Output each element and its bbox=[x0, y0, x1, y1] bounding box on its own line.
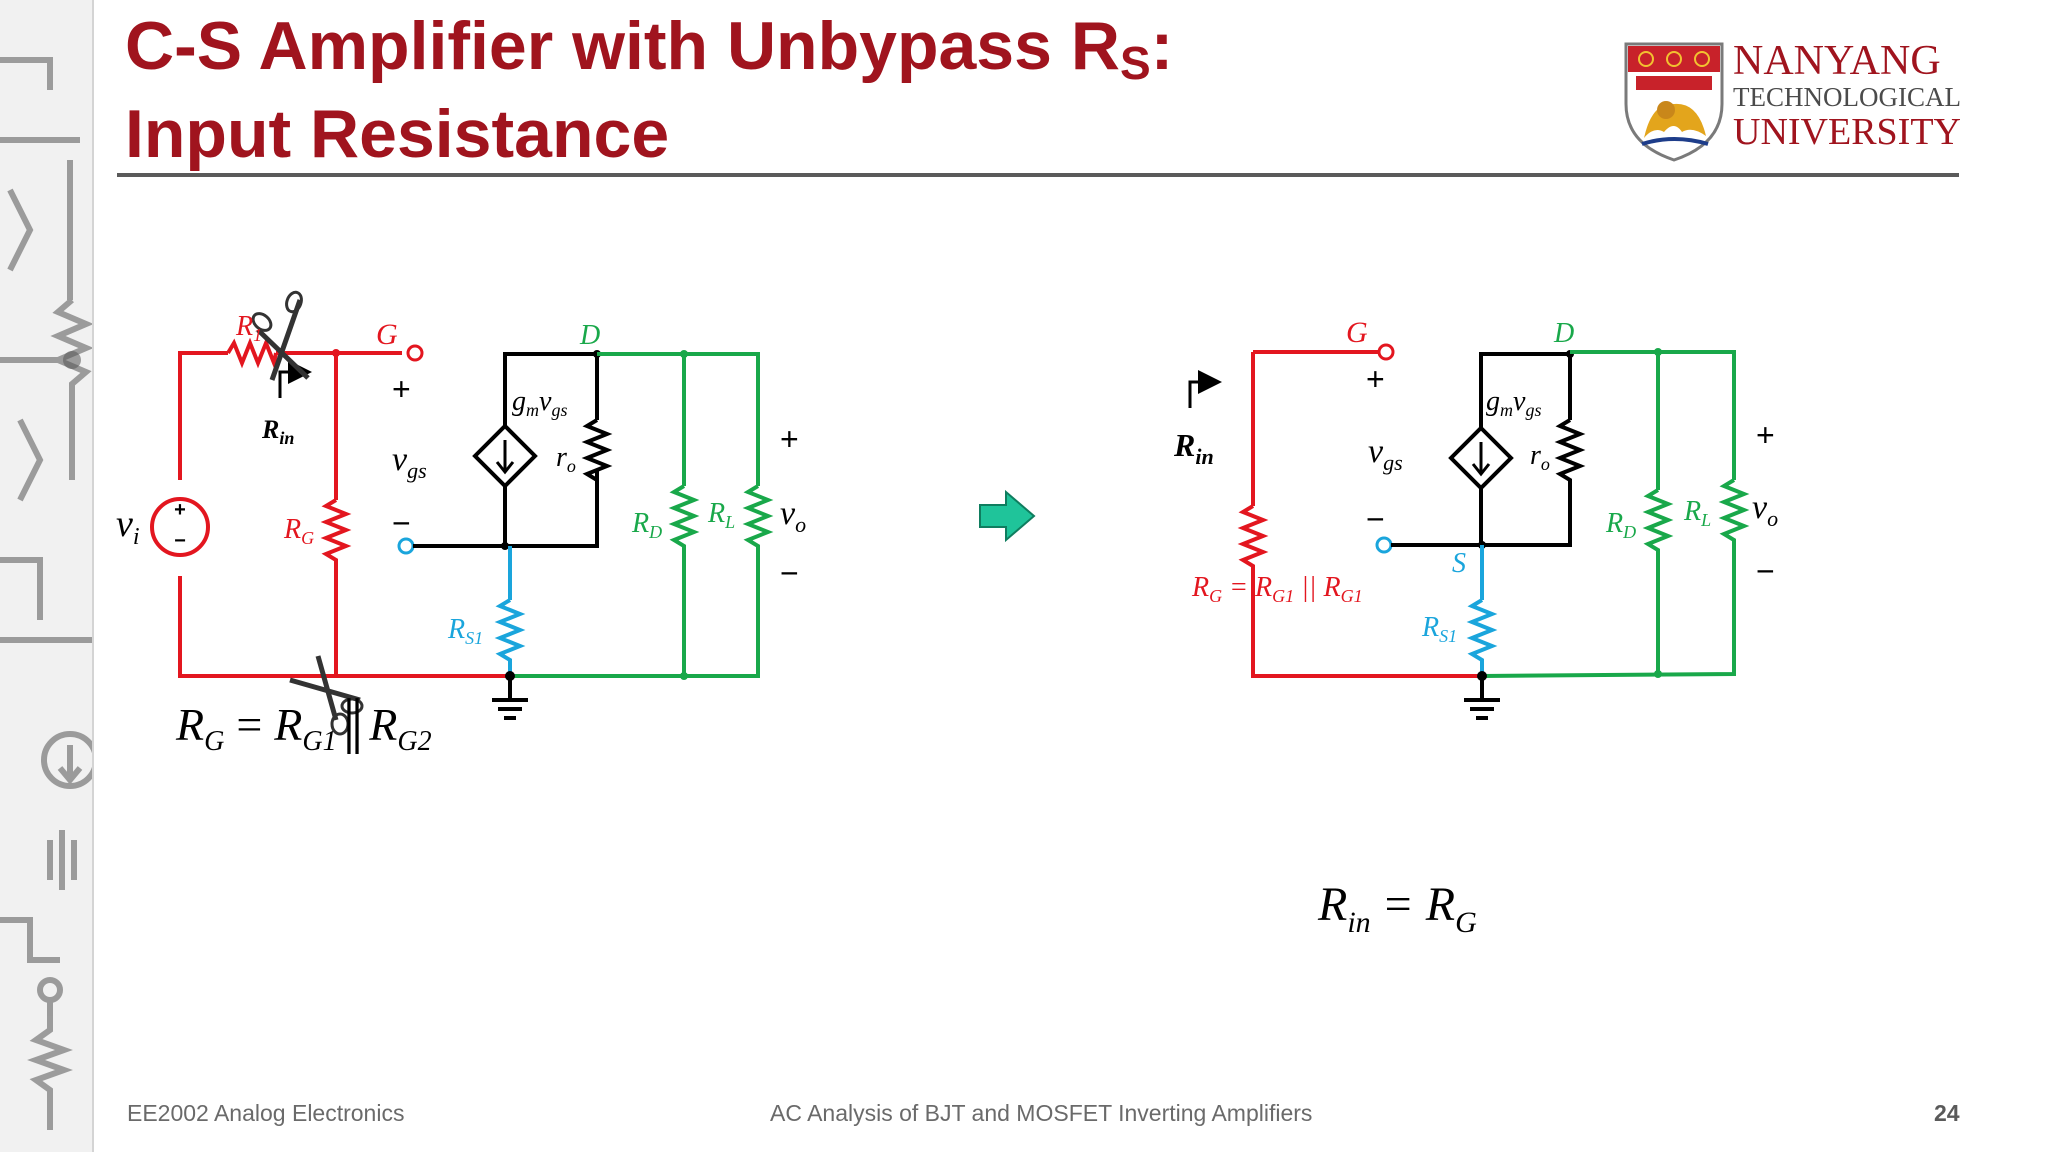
right-vgs-label: vgs bbox=[1368, 433, 1403, 475]
right-plus-label: + bbox=[1366, 361, 1385, 397]
left-vo-label: vo bbox=[780, 495, 806, 537]
right-g-label: G bbox=[1346, 316, 1368, 349]
logo-line-2: TECHNOLOGICAL bbox=[1733, 82, 1961, 112]
logo-line-1: NANYANG bbox=[1733, 38, 1941, 84]
right-rd-label: RD bbox=[1605, 508, 1636, 542]
right-rd-junction bbox=[1654, 348, 1662, 356]
left-rs1-label: RS1 bbox=[447, 614, 483, 648]
decorative-sidebar bbox=[0, 0, 99, 1152]
title-line1: C-S Amplifier with Unbypass R bbox=[125, 8, 1120, 84]
left-vi-label: vi bbox=[116, 503, 140, 550]
right-rin-arrow-icon bbox=[1188, 370, 1222, 408]
right-rd-bottom-junction bbox=[1654, 670, 1662, 678]
title-subscript: S bbox=[1119, 37, 1151, 89]
left-current-arrow-icon bbox=[495, 440, 515, 475]
right-minus-label: − bbox=[1366, 501, 1385, 537]
left-minus-label: − bbox=[392, 505, 411, 541]
right-ro-resistor bbox=[1554, 418, 1586, 490]
left-r1-resistor bbox=[226, 337, 278, 370]
left-rg-resistor bbox=[320, 498, 352, 568]
left-g-label: G bbox=[376, 318, 398, 351]
right-g-terminal bbox=[1377, 343, 1395, 361]
ntu-wordmark: NANYANG TECHNOLOGICAL UNIVERSITY bbox=[1733, 40, 1961, 151]
left-ground-icon bbox=[492, 676, 528, 720]
left-rl-label: RL bbox=[707, 498, 735, 532]
right-rl-label: RL bbox=[1683, 496, 1711, 530]
right-s-terminal bbox=[1375, 536, 1393, 554]
left-junction bbox=[332, 349, 340, 357]
footer-topic: AC Analysis of BJT and MOSFET Inverting … bbox=[770, 1100, 1313, 1126]
right-rin-label: Rin bbox=[1173, 427, 1214, 469]
left-ro-label: ro bbox=[556, 442, 576, 476]
right-circuit: G D S Rin + − vgs gmvgs ro RD RL + vo − … bbox=[1173, 316, 1778, 939]
left-source-minus: − bbox=[174, 530, 186, 552]
right-vo-plus-label: + bbox=[1756, 417, 1775, 453]
right-rs1-label: RS1 bbox=[1421, 612, 1457, 646]
left-ro-resistor bbox=[581, 418, 613, 490]
left-r1-label: R1 bbox=[235, 311, 262, 345]
right-output-wires bbox=[1481, 350, 1736, 678]
left-vgs-label: vgs bbox=[392, 441, 427, 483]
left-output-wires bbox=[510, 352, 760, 678]
logo-line-3: UNIVERSITY bbox=[1733, 111, 1961, 153]
right-equation: Rin=RG bbox=[1317, 878, 1477, 939]
left-circuit: + − bbox=[116, 290, 806, 757]
left-input-wires bbox=[178, 351, 510, 678]
right-black-wires bbox=[1391, 352, 1572, 547]
left-vo-plus-label: + bbox=[780, 421, 799, 457]
right-rg-resistor bbox=[1237, 504, 1269, 574]
right-input-wires bbox=[1251, 350, 1482, 678]
title-line2: Input Resistance bbox=[125, 96, 670, 172]
right-s-label: S bbox=[1452, 548, 1466, 579]
right-vo-label: vo bbox=[1752, 489, 1778, 531]
left-rg-label: RG bbox=[283, 514, 314, 548]
left-voltage-source bbox=[150, 497, 210, 557]
sidebar-circuit-pattern bbox=[0, 57, 99, 1130]
right-ground-junction bbox=[1477, 671, 1487, 681]
left-gm-label: gmvgs bbox=[512, 386, 567, 420]
ntu-crest-icon bbox=[1624, 42, 1724, 162]
left-rd-resistor bbox=[668, 484, 700, 554]
right-rd-resistor bbox=[1642, 488, 1674, 558]
left-d-label: D bbox=[579, 320, 600, 351]
left-equation: RG=RG1║RG2 bbox=[175, 698, 432, 757]
left-rd-junction bbox=[680, 350, 688, 358]
scissors-icon-bottom bbox=[289, 655, 364, 736]
slide-title: C-S Amplifier with Unbypass RS: Input Res… bbox=[125, 2, 1173, 178]
left-rin-label: Rin bbox=[261, 415, 294, 448]
title-underline bbox=[117, 173, 1959, 177]
page-number: 24 bbox=[1934, 1100, 1960, 1126]
scissors-icon bbox=[251, 290, 310, 381]
left-s-terminal bbox=[397, 537, 415, 555]
title-colon: : bbox=[1150, 8, 1174, 84]
left-plus-label: + bbox=[392, 371, 411, 407]
right-ro-label: ro bbox=[1530, 440, 1550, 474]
left-g-terminal bbox=[406, 344, 424, 362]
transition-arrow-icon bbox=[979, 489, 1036, 543]
right-ground-icon bbox=[1464, 676, 1500, 720]
footer-course: EE2002 Analog Electronics bbox=[127, 1100, 405, 1126]
left-rs1-wires bbox=[494, 546, 526, 676]
right-current-arrow-icon bbox=[1471, 442, 1491, 477]
left-s-junction bbox=[501, 542, 509, 550]
left-rd-label: RD bbox=[631, 508, 662, 542]
left-black-wires bbox=[413, 352, 599, 548]
right-rg-equation-label: RG = RG1 || RG1 bbox=[1191, 572, 1363, 606]
left-rin-arrow-icon bbox=[278, 360, 312, 398]
left-rl-resistor bbox=[742, 484, 774, 554]
left-rd-bottom-junction bbox=[680, 672, 688, 680]
left-vo-minus-label: − bbox=[780, 555, 799, 591]
right-gm-label: gmvgs bbox=[1486, 386, 1541, 420]
right-d-label: D bbox=[1553, 318, 1574, 349]
right-vo-minus-label: − bbox=[1756, 553, 1775, 589]
left-ground-junction bbox=[505, 671, 515, 681]
right-rl-resistor bbox=[1718, 478, 1750, 548]
left-source-plus: + bbox=[174, 499, 186, 521]
right-rs1-wires bbox=[1466, 545, 1498, 676]
